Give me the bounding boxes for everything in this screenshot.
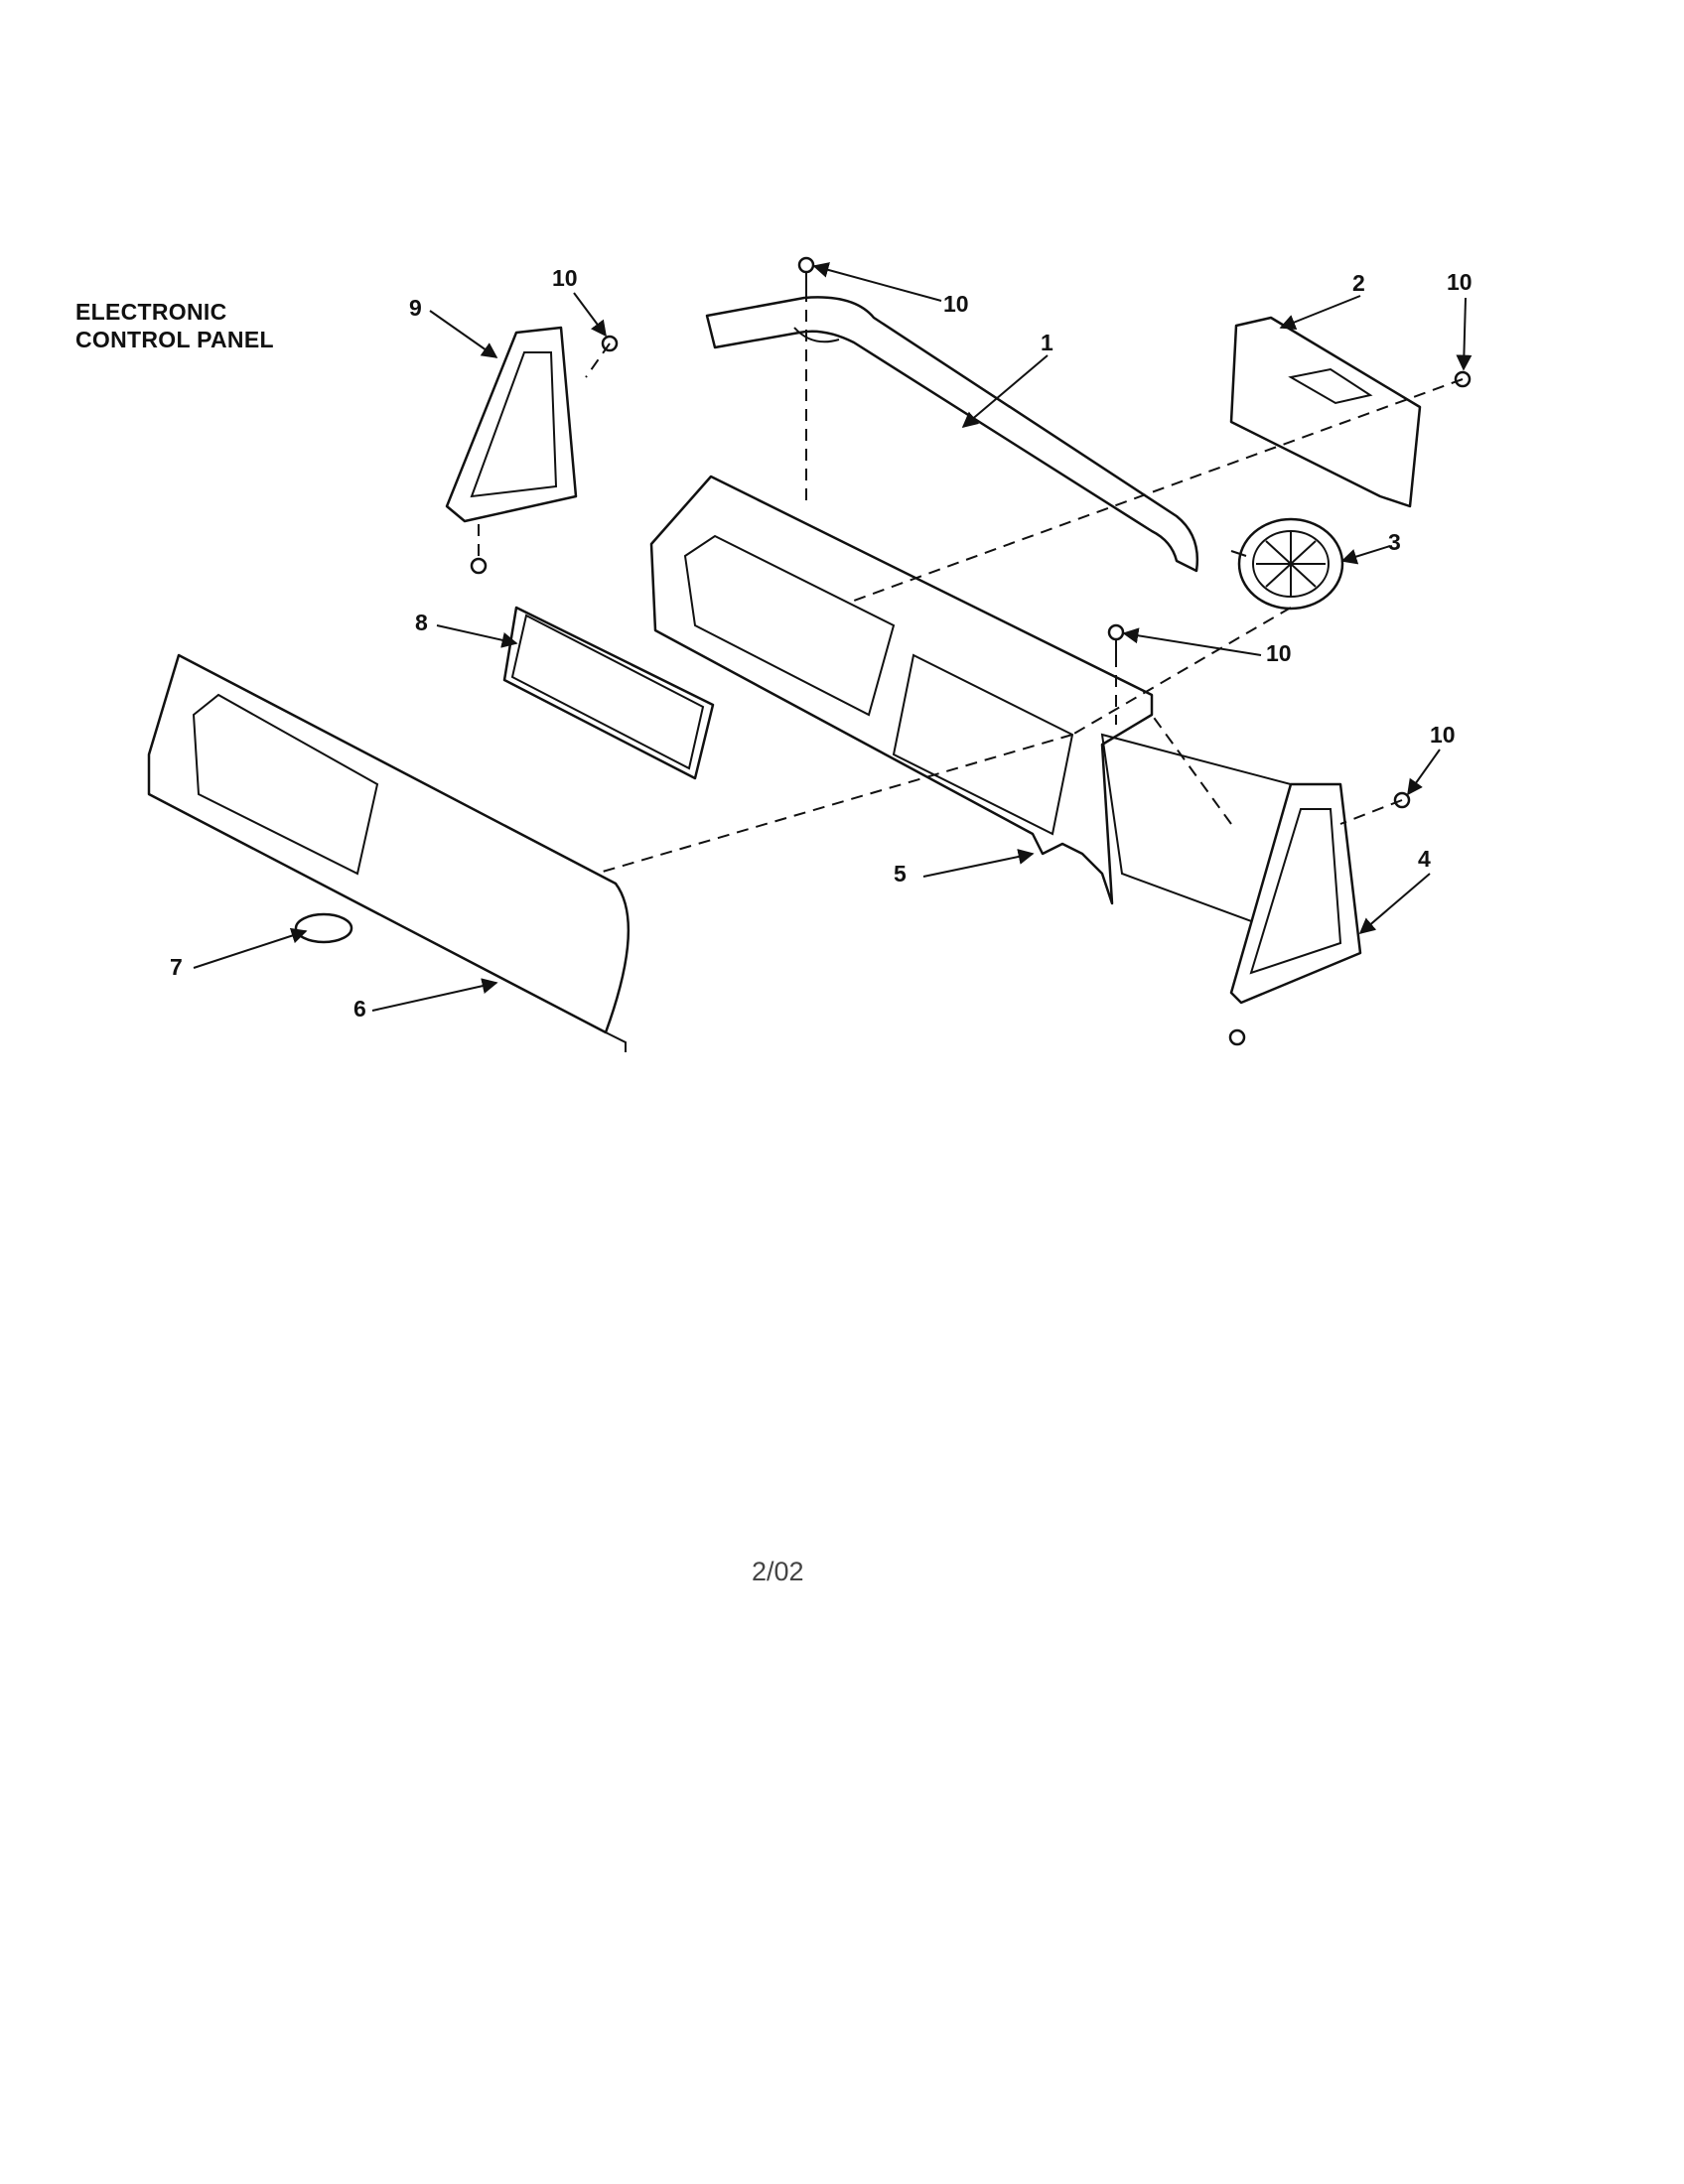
part-4-right-end-cap (1229, 782, 1362, 1005)
callout-3: 3 (1388, 529, 1401, 555)
callout-8: 8 (415, 610, 428, 635)
callout-2: 2 (1352, 270, 1365, 296)
callout-7: 7 (170, 954, 183, 980)
callout-10-top: 10 (943, 291, 969, 317)
callout-10-middle: 10 (1266, 640, 1292, 666)
screw-4 (1107, 623, 1125, 655)
callout-5: 5 (894, 861, 907, 887)
part-7-badge (294, 912, 353, 944)
part-2-display-board (1229, 316, 1422, 508)
part-9-left-end-cap (445, 326, 578, 523)
callout-6: 6 (353, 996, 366, 1022)
title-line-2: CONTROL PANEL (75, 327, 274, 352)
page-footer: 2/02 (752, 1557, 804, 1586)
title-line-1: ELECTRONIC (75, 299, 227, 325)
callout-4: 4 (1418, 846, 1431, 872)
screw-1 (797, 256, 815, 290)
part-3-encoder (1230, 517, 1344, 611)
part-5-console-frame (649, 475, 1313, 945)
part-6-front-trim (147, 653, 631, 1052)
callout-10-right: 10 (1447, 269, 1473, 295)
callout-10-lower-right: 10 (1430, 722, 1456, 748)
callout-1: 1 (1041, 330, 1053, 355)
diagram-title: ELECTRONIC CONTROL PANEL (75, 298, 274, 353)
callout-9: 9 (409, 295, 422, 321)
screw-7 (470, 557, 488, 575)
part-1-top-cover (705, 296, 1198, 573)
screw-6 (1228, 1028, 1246, 1046)
part-8-gasket (502, 606, 715, 780)
callout-10-left: 10 (552, 265, 578, 291)
